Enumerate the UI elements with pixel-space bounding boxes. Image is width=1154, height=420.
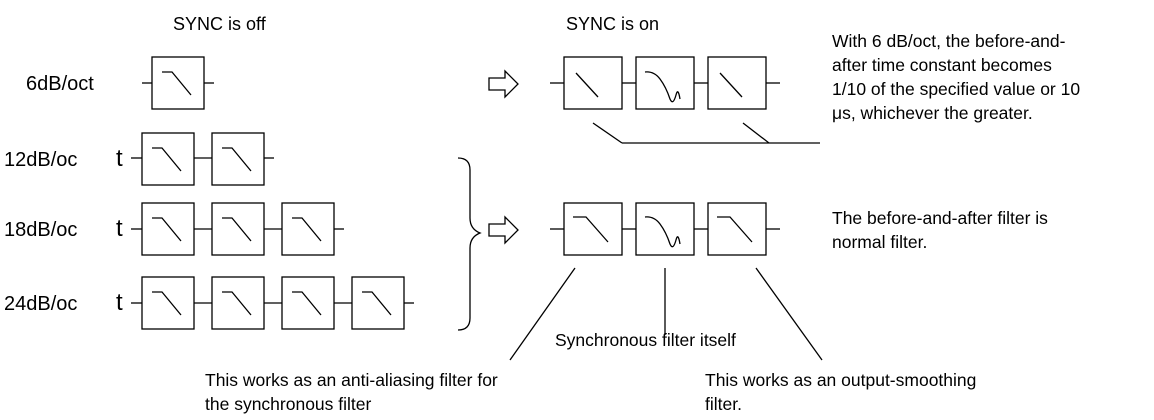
hollow-right-arrow-icon (488, 69, 519, 99)
synchronous-filter-icon (635, 56, 695, 110)
note-normal-filter: The before-and-after filter is normal fi… (832, 206, 1048, 254)
output-smoothing-note: This works as an output-smoothing filter… (705, 368, 976, 416)
sync-on-6db-chain (550, 56, 780, 110)
row-label-24db-suffix: t (116, 289, 123, 316)
row-label-18db-suffix: t (116, 215, 123, 242)
row-label-12db: 12dB/oc (4, 149, 78, 171)
hollow-right-arrow-icon (488, 215, 519, 245)
lowpass-filter-icon (211, 202, 265, 256)
note-6db-line: With 6 dB/oct, the before-and- (832, 31, 1066, 51)
row-12db-chain (131, 132, 274, 186)
anti-alias-line: the synchronous filter (205, 394, 372, 414)
note-6db-line: μs, whichever the greater. (832, 103, 1033, 123)
lowpass-filter-icon (351, 276, 405, 330)
anti-alias-line: This works as an anti-aliasing filter fo… (205, 370, 498, 390)
lowpass-filter-icon (707, 56, 767, 110)
output-smoothing-leader (755, 267, 823, 361)
lowpass-filter-icon (563, 202, 623, 256)
lowpass-filter-icon (151, 56, 205, 110)
note-6db: With 6 dB/oct, the before-and- after tim… (832, 29, 1080, 125)
lowpass-filter-icon (141, 276, 195, 330)
anti-alias-note: This works as an anti-aliasing filter fo… (205, 368, 498, 416)
output-smoothing-line: This works as an output-smoothing (705, 370, 977, 390)
row-24db-chain (131, 276, 414, 330)
row-18db-chain (131, 202, 344, 256)
right-brace-icon (457, 157, 482, 331)
lowpass-filter-icon (281, 202, 335, 256)
lowpass-filter-icon (281, 276, 335, 330)
lowpass-filter-icon (707, 202, 767, 256)
note-connector (592, 122, 820, 144)
note-6db-line: after time constant becomes (832, 55, 1052, 75)
row-label-24db: 24dB/oc (4, 293, 78, 315)
lowpass-filter-icon (211, 276, 265, 330)
sync-on-header: SYNC is on (566, 14, 660, 34)
sync-itself-label: Synchronous filter itself (555, 330, 736, 350)
row-label-18db: 18dB/oc (4, 219, 78, 241)
synchronous-filter-icon (635, 202, 695, 256)
sync-off-header: SYNC is off (173, 14, 266, 34)
anti-alias-leader (509, 267, 576, 361)
row-label-6db: 6dB/oct (26, 73, 94, 95)
note-normal-line: The before-and-after filter is (832, 208, 1048, 228)
lowpass-filter-icon (141, 132, 195, 186)
lowpass-filter-icon (563, 56, 623, 110)
note-6db-line: 1/10 of the specified value or 10 (832, 79, 1081, 99)
note-normal-line: normal filter. (832, 232, 928, 252)
row-6db-chain (142, 56, 214, 110)
row-label-12db-suffix: t (116, 145, 123, 172)
lowpass-filter-icon (141, 202, 195, 256)
sync-on-normal-chain (550, 202, 780, 256)
lowpass-filter-icon (211, 132, 265, 186)
output-smoothing-line: filter. (705, 394, 742, 414)
